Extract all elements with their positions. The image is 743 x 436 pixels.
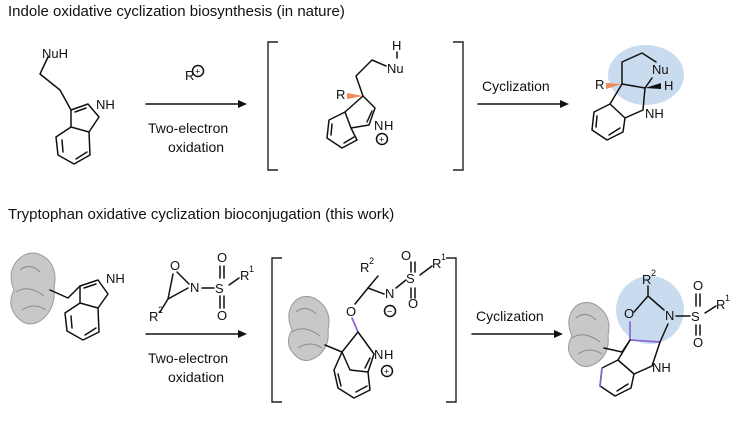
bracket-left-bottom	[271, 257, 282, 403]
label-o2-intermediate: O	[408, 296, 418, 311]
arrow-cyclization-bottom: Cyclization	[471, 308, 563, 338]
indole-substrate-top: NuH NH	[39, 46, 115, 165]
highlight-ring-top	[608, 45, 684, 105]
label-r2-reagent: R	[149, 309, 158, 324]
label-r2-product: R	[642, 272, 651, 287]
label-o1-product: O	[693, 278, 703, 293]
label-cyclization-bottom: Cyclization	[476, 308, 544, 324]
label-n-top: N	[374, 118, 383, 133]
bracket-right-bottom	[446, 257, 457, 403]
cyclized-product-top: Nu R H NH	[591, 45, 684, 141]
label-oxidation-bottom: oxidation	[168, 369, 224, 385]
label-o-oxaziridine: O	[170, 258, 180, 273]
label-s-intermediate: S	[406, 271, 415, 286]
label-r2-sup-intermediate: 2	[369, 256, 374, 266]
indolenium-intermediate-top: H Nu R N H +	[326, 38, 404, 149]
arrow-oxidation-bottom: Two-electron oxidation	[145, 330, 247, 385]
label-charge-top: +	[379, 135, 384, 145]
label-n-h-top: H	[384, 118, 393, 133]
title-bottom: Tryptophan oxidative cyclization bioconj…	[8, 206, 395, 223]
label-n-product: N	[665, 308, 674, 323]
label-two-electron-bottom: Two-electron	[148, 350, 228, 366]
label-o1-reagent: O	[217, 250, 227, 265]
label-o-product: O	[624, 306, 634, 321]
label-n-intermediate-ring: N	[374, 347, 383, 362]
indolenium-intermediate-bottom: O R 2 N − S O O R 1 N H +	[324, 248, 446, 399]
protein-surface-3	[568, 302, 610, 367]
oxaziridine-reagent: O N R 2 S O O R 1	[149, 250, 254, 324]
label-electrophile-charge: +	[195, 67, 200, 77]
label-s-product: S	[691, 309, 700, 324]
label-r1-reagent: R	[240, 268, 249, 283]
label-r1-sup-product: 1	[725, 293, 730, 303]
label-oxidation-top: oxidation	[168, 139, 224, 155]
label-nh-trp: NH	[106, 271, 125, 286]
label-nh-product-bottom: NH	[652, 360, 671, 375]
label-nu-top: Nu	[387, 61, 404, 76]
label-nuh: NuH	[42, 46, 68, 61]
label-h-intermediate-ring: H	[384, 347, 393, 362]
label-o-intermediate: O	[346, 304, 356, 319]
bracket-left-top	[267, 41, 278, 171]
label-r2-intermediate: R	[360, 260, 369, 275]
label-nh-product-top: NH	[645, 106, 664, 121]
label-minus-intermediate: −	[387, 307, 392, 317]
title-top: Indole oxidative cyclization biosynthesi…	[8, 3, 345, 20]
label-o1-intermediate: O	[401, 248, 411, 263]
label-r-top: R	[336, 87, 345, 102]
arrow-cyclization-top: Cyclization	[477, 78, 569, 108]
label-o2-reagent: O	[217, 308, 227, 323]
label-r2-sup-product: 2	[651, 268, 656, 278]
label-h-product: H	[664, 78, 673, 93]
bracket-right-top	[453, 41, 464, 171]
label-electrophile: R	[185, 68, 194, 83]
label-plus-intermediate: +	[384, 367, 389, 377]
label-s-reagent: S	[215, 281, 224, 296]
label-n-oxaziridine: N	[190, 280, 199, 295]
protein-surface-2	[288, 296, 330, 361]
label-o2-product: O	[693, 335, 703, 350]
label-two-electron-top: Two-electron	[148, 120, 228, 136]
label-cyclization-top: Cyclization	[482, 78, 550, 94]
label-n-intermediate: N	[385, 286, 394, 301]
tryptophan-residue: NH	[49, 271, 125, 341]
label-r1-intermediate: R	[432, 256, 441, 271]
label-r1-sup-intermediate: 1	[441, 252, 446, 262]
label-h-top: H	[392, 38, 401, 53]
arrow-oxidation-top: R + Two-electron oxidation	[145, 64, 247, 155]
label-r1-product: R	[716, 297, 725, 312]
label-r-product: R	[595, 77, 604, 92]
protein-surface-1	[10, 252, 56, 325]
label-nu-product: Nu	[652, 62, 669, 77]
label-nh: NH	[96, 97, 115, 112]
label-r1-sup-reagent: 1	[249, 264, 254, 274]
cyclized-product-bottom: O R 2 N S O O R 1 NH	[599, 268, 730, 397]
label-r2-sup-reagent: 2	[158, 305, 163, 315]
